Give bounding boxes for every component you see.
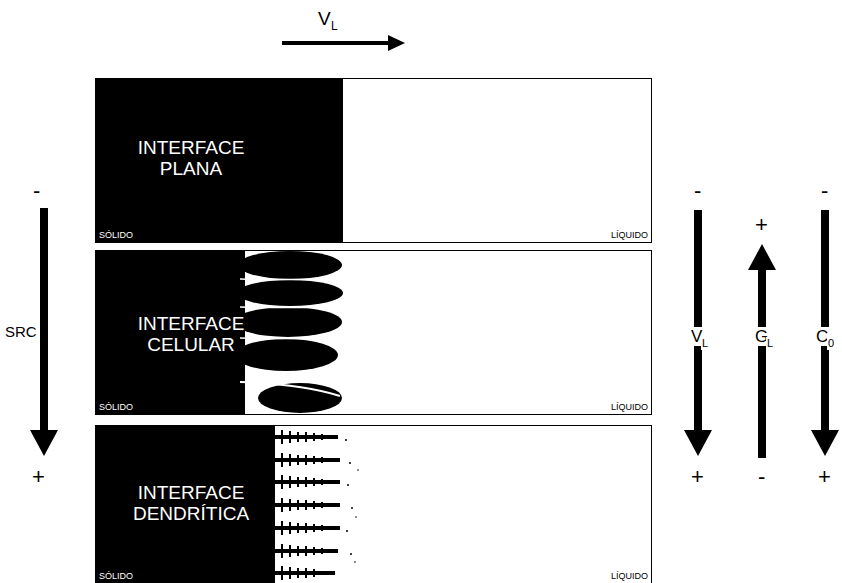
planar-interface-panel: INTERFACE PLANA SÓLIDO LÍQUIDO — [95, 78, 652, 243]
arrow-head — [811, 430, 839, 456]
arrow-head — [30, 430, 58, 456]
arrow-head — [684, 430, 712, 456]
sign: + — [755, 214, 768, 236]
sign: - — [694, 180, 701, 202]
subscript: L — [331, 20, 338, 32]
liquid-label: LÍQUIDO — [611, 402, 648, 412]
cellular-interface-panel: INTERFACE CELULAR SÓLIDO LÍQUIDO — [95, 250, 652, 415]
dendritic-interface-panel: INTERFACE DENDRÍTICA SÓLIDO LÍQUIDO — [95, 425, 652, 583]
velocity-symbol: V — [318, 9, 331, 28]
axis-label: SRC — [4, 323, 38, 340]
dendritic-solid — [95, 425, 359, 583]
velocity-arrow — [282, 41, 392, 45]
src-arrow — [40, 208, 48, 432]
subscript: L — [766, 337, 774, 350]
sign: + — [32, 466, 45, 488]
liquid-label: LÍQUIDO — [611, 230, 648, 240]
subscript: 0 — [827, 337, 835, 350]
interface-title: INTERFACE CELULAR — [121, 313, 261, 356]
concentration-trend-arrow — [821, 210, 829, 432]
gradient-trend-arrow — [758, 268, 766, 458]
sign: - — [33, 180, 40, 202]
interface-title: INTERFACE DENDRÍTICA — [121, 482, 261, 525]
arrow-head — [748, 244, 776, 270]
sign: + — [691, 466, 704, 488]
liquid-label: LÍQUIDO — [611, 571, 648, 581]
subscript: L — [701, 337, 709, 350]
solid-label: SÓLIDO — [99, 402, 133, 412]
solid-label: SÓLIDO — [99, 230, 133, 240]
velocity-trend-arrow — [694, 210, 702, 432]
interface-title: INTERFACE PLANA — [121, 137, 261, 180]
cellular-solid — [95, 250, 343, 415]
solid-region — [95, 78, 343, 243]
sign: - — [758, 466, 765, 488]
sign: + — [818, 466, 831, 488]
solid-label: SÓLIDO — [99, 571, 133, 581]
arrow-head — [388, 35, 405, 51]
sign: - — [821, 180, 828, 202]
